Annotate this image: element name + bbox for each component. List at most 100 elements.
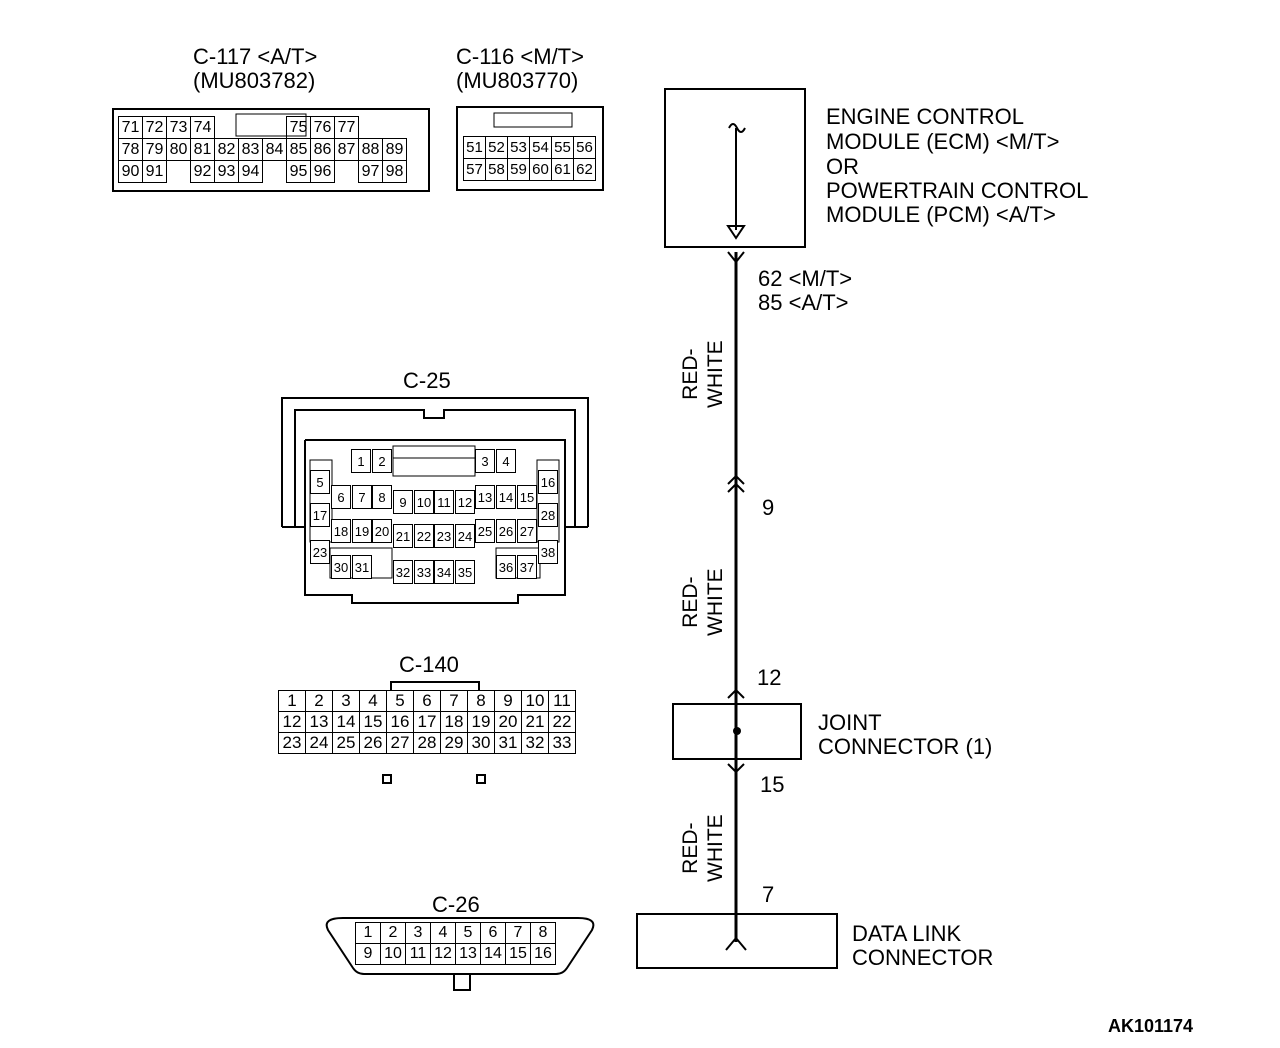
c25-pin-4: 4 bbox=[496, 449, 516, 473]
c25-pin-28: 28 bbox=[538, 503, 558, 527]
joint-label-line2: CONNECTOR (1) bbox=[818, 734, 993, 759]
c117-blank-cell bbox=[263, 117, 287, 139]
ecm-internal-arrow bbox=[726, 225, 746, 240]
c25-pin-3: 3 bbox=[475, 449, 495, 473]
c117-pin-98: 98 bbox=[382, 160, 407, 183]
c117-pin-76: 76 bbox=[310, 116, 335, 139]
wire-color-label-2: RED-WHITE bbox=[679, 568, 727, 636]
ecm-box bbox=[664, 88, 806, 248]
c25-pin-17: 17 bbox=[310, 503, 330, 527]
c140-pin-16: 16 bbox=[386, 711, 414, 733]
joint-splice-dot bbox=[733, 727, 741, 735]
c26-pin-2: 2 bbox=[380, 922, 406, 944]
c140-keys bbox=[382, 681, 486, 784]
c26-pin-14: 14 bbox=[480, 943, 506, 965]
ecm-label-line3: OR bbox=[826, 154, 859, 179]
joint-label-line1: JOINT bbox=[818, 710, 882, 735]
c140-pin-32: 32 bbox=[521, 732, 549, 754]
c117-pin-77: 77 bbox=[334, 116, 359, 139]
ecm-terminal-mark bbox=[727, 251, 745, 264]
c116-key bbox=[493, 112, 573, 128]
c117-blank-cell bbox=[335, 161, 359, 183]
c116-pin-55: 55 bbox=[551, 136, 574, 159]
c140-pin-20: 20 bbox=[494, 711, 522, 733]
c116-pin-61: 61 bbox=[551, 158, 574, 181]
c116-pin-56: 56 bbox=[573, 136, 596, 159]
c116-pin-58: 58 bbox=[485, 158, 508, 181]
wire-color-label-1: RED-WHITE bbox=[679, 340, 727, 408]
c26-pin-16: 16 bbox=[530, 943, 556, 965]
figure-code: AK101174 bbox=[1108, 1016, 1194, 1036]
c117-pin-78: 78 bbox=[118, 138, 143, 161]
c140-pin-27: 27 bbox=[386, 732, 414, 754]
c116-pin-53: 53 bbox=[507, 136, 530, 159]
c140-pin-11: 11 bbox=[548, 690, 576, 712]
c140-pin-19: 19 bbox=[467, 711, 495, 733]
c116-pin-59: 59 bbox=[507, 158, 530, 181]
c117-pin-83: 83 bbox=[238, 138, 263, 161]
c25-pin-10: 10 bbox=[414, 490, 434, 514]
c140-pin-22: 22 bbox=[548, 711, 576, 733]
c140-pin-4: 4 bbox=[359, 690, 387, 712]
c26-title: C-26 bbox=[432, 892, 480, 917]
c140-pin-3: 3 bbox=[332, 690, 360, 712]
c117-pin-73: 73 bbox=[166, 116, 191, 139]
c140-pin-14: 14 bbox=[332, 711, 360, 733]
c25-pin-5: 5 bbox=[310, 470, 330, 494]
dlc-box bbox=[636, 913, 838, 969]
c25-pin-18: 18 bbox=[331, 519, 351, 543]
c25-pin-23: 23 bbox=[310, 540, 330, 564]
wire-color-label-3: RED-WHITE bbox=[679, 814, 727, 882]
c25-pin-24: 24 bbox=[455, 524, 475, 548]
c140-pin-31: 31 bbox=[494, 732, 522, 754]
c117-pin-81: 81 bbox=[190, 138, 215, 161]
c116-pin-51: 51 bbox=[463, 136, 486, 159]
c25-pin-19: 19 bbox=[352, 519, 372, 543]
ecm-pin-mt: 62 <M/T> bbox=[758, 266, 853, 291]
c117-blank-cell bbox=[239, 117, 263, 139]
c25-pin-38: 38 bbox=[538, 540, 558, 564]
c25-pin-31: 31 bbox=[352, 555, 372, 579]
c25-pin-12: 12 bbox=[455, 490, 475, 514]
c140-pin-29: 29 bbox=[440, 732, 468, 754]
c140-pin-5: 5 bbox=[386, 690, 414, 712]
c25-pin-36: 36 bbox=[496, 555, 516, 579]
c140-pin-33: 33 bbox=[548, 732, 576, 754]
c140-pin-30: 30 bbox=[467, 732, 495, 754]
c140-pin-18: 18 bbox=[440, 711, 468, 733]
connector-9-mark-bottom bbox=[727, 482, 745, 493]
c26-pin-8: 8 bbox=[530, 922, 556, 944]
c140-pin-28: 28 bbox=[413, 732, 441, 754]
c25-pin-27: 27 bbox=[517, 519, 537, 543]
c25-pin-7: 7 bbox=[352, 485, 372, 509]
c26-pin-10: 10 bbox=[380, 943, 406, 965]
c117-pin-88: 88 bbox=[358, 138, 383, 161]
c116-pin-60: 60 bbox=[529, 158, 552, 181]
c25-pin-30: 30 bbox=[331, 555, 351, 579]
c116-part-number: (MU803770) bbox=[456, 68, 579, 93]
c140-pin-25: 25 bbox=[332, 732, 360, 754]
c140-pin-10: 10 bbox=[521, 690, 549, 712]
c117-pin-74: 74 bbox=[190, 116, 215, 139]
c117-blank-cell bbox=[263, 161, 287, 183]
c26-pin-7: 7 bbox=[505, 922, 531, 944]
c26-pin-13: 13 bbox=[455, 943, 481, 965]
c140-pin-21: 21 bbox=[521, 711, 549, 733]
joint-pin-12: 12 bbox=[757, 665, 782, 690]
c26-pin-6: 6 bbox=[480, 922, 506, 944]
c140-title: C-140 bbox=[399, 652, 459, 677]
ecm-label-line5: MODULE (PCM) <A/T> bbox=[826, 202, 1056, 227]
c25-pin-16: 16 bbox=[538, 470, 558, 494]
c26-pin-1: 1 bbox=[355, 922, 381, 944]
c25-pin-33: 33 bbox=[414, 560, 434, 584]
c117-pin-90: 90 bbox=[118, 160, 143, 183]
c25-pin-6: 6 bbox=[331, 485, 351, 509]
c26-pin-15: 15 bbox=[505, 943, 531, 965]
c117-pin-96: 96 bbox=[310, 160, 335, 183]
c140-pin-26: 26 bbox=[359, 732, 387, 754]
